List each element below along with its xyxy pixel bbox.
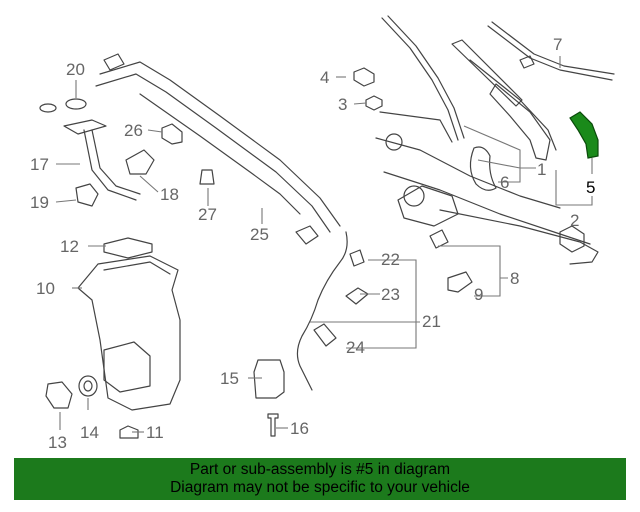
callout-8: 8: [510, 269, 519, 288]
callout-27: 27: [198, 205, 217, 224]
grommet-part-14[interactable]: [78, 375, 98, 397]
wiper-arm-part-1[interactable]: [489, 83, 551, 161]
washer-reservoir-part-10[interactable]: [77, 255, 181, 411]
callout-7: 7: [553, 35, 562, 54]
grommet-part-27[interactable]: [199, 169, 215, 185]
callout-17: 17: [30, 155, 49, 174]
callout-2: 2: [570, 211, 579, 230]
callout-21: 21: [422, 312, 441, 331]
callout-15: 15: [220, 369, 239, 388]
cap-part-11[interactable]: [119, 425, 139, 439]
callout-13: 13: [48, 433, 67, 452]
bracket-part-26[interactable]: [161, 123, 183, 145]
callout-11: 11: [146, 423, 164, 442]
callout-22: 22: [381, 250, 400, 269]
clip-part-22[interactable]: [349, 249, 365, 267]
bracket-part-9[interactable]: [447, 271, 473, 293]
nut-part-4[interactable]: [353, 67, 375, 87]
callout-20: 20: [66, 60, 85, 79]
wiper-linkage-part-2[interactable]: [375, 111, 599, 265]
callout-24: 24: [346, 338, 365, 357]
seal-part-6[interactable]: [469, 146, 497, 191]
sensor-part-13[interactable]: [45, 381, 73, 409]
banner-line-disclaimer: Diagram may not be specific to your vehi…: [170, 479, 470, 496]
bracket-part-18[interactable]: [125, 149, 155, 175]
callout-labels: 4 3 7 1 6 5 2 8 9 22 23 21 24 15 16 11 1…: [30, 35, 595, 452]
callout-3: 3: [338, 95, 347, 114]
wiper-arm-cap-part-5[interactable]: [569, 111, 599, 159]
filler-neck-part-17[interactable]: [63, 119, 141, 201]
leader-lines: [55, 56, 593, 433]
parts-diagram: 4 3 7 1 6 5 2 8 9 22 23 21 24 15 16 11 1…: [30, 15, 615, 452]
callout-19: 19: [30, 193, 49, 212]
callout-10: 10: [36, 279, 55, 298]
callout-25: 25: [250, 225, 269, 244]
callout-26: 26: [124, 121, 143, 140]
washer-part-3[interactable]: [365, 95, 383, 111]
callout-12: 12: [60, 237, 79, 256]
callout-14: 14: [80, 423, 99, 442]
wiper-blade-part-7[interactable]: [487, 21, 615, 81]
callout-6: 6: [500, 173, 509, 192]
check-valve-part-24[interactable]: [313, 323, 337, 347]
bracket-part-19[interactable]: [75, 183, 99, 207]
cowl-panel-part-25[interactable]: [95, 53, 341, 245]
callout-5: 5: [586, 178, 595, 197]
callout-9: 9: [474, 285, 483, 304]
callout-23: 23: [381, 285, 400, 304]
seal-part-20[interactable]: [39, 98, 87, 113]
callout-16: 16: [290, 419, 309, 438]
bolt-part-16[interactable]: [267, 413, 279, 437]
connector-part-23[interactable]: [345, 287, 369, 305]
banner-line-part-info: Part or sub-assembly is #5 in diagram: [189, 461, 451, 478]
wiper-arm-upper: [381, 15, 557, 151]
washer-pump-part-15[interactable]: [253, 359, 285, 399]
info-banner: Part or sub-assembly is #5 in diagram Di…: [14, 458, 626, 500]
callout-4: 4: [320, 68, 329, 87]
washer-hose-part-21[interactable]: [296, 231, 348, 391]
reservoir-cap-part-12[interactable]: [103, 237, 153, 259]
callout-1: 1: [537, 160, 546, 179]
callout-18: 18: [160, 185, 179, 204]
